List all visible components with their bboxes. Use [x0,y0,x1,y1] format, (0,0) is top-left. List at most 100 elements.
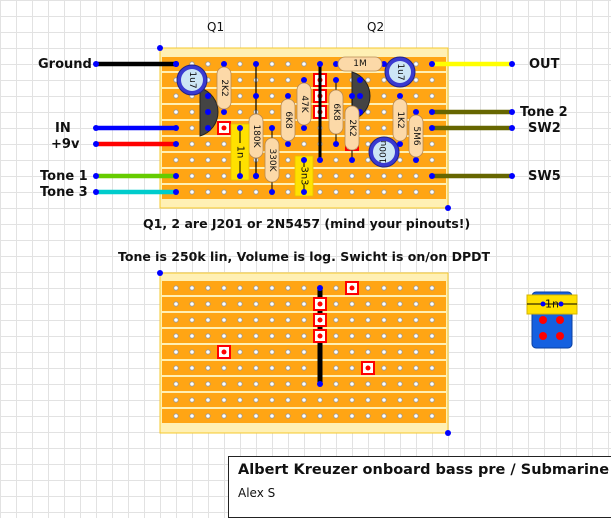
hole [381,381,387,387]
hole [301,381,307,387]
hole [237,381,243,387]
resistor-body [264,137,280,183]
resistor-value: 47K [299,95,309,113]
hole [429,141,435,147]
hole [205,349,211,355]
hole [285,413,291,419]
note-pots-switch: Tone is 250k lin, Volume is log. Swicht … [118,249,491,264]
hole [301,285,307,291]
solder-node [558,301,564,307]
hole [205,157,211,163]
hole [333,285,339,291]
hole [189,125,195,131]
hole [381,285,387,291]
hole [429,397,435,403]
wire-end [509,125,515,131]
hole [333,157,339,163]
hole [205,301,211,307]
resistor-value: 2K2 [347,119,357,136]
solder-node [397,93,403,99]
resistor-body [328,89,344,135]
hole [285,189,291,195]
hole [189,157,195,163]
hole [173,317,179,323]
solder-node [205,125,211,131]
hole [317,413,323,419]
hole [205,397,211,403]
hole [333,333,339,339]
hole [381,349,387,355]
hole [317,173,323,179]
hole [189,381,195,387]
hole [253,189,259,195]
hole [221,397,227,403]
track-cut-dot [317,333,323,339]
wire-end [509,173,515,179]
hole [397,413,403,419]
solder-node [317,157,323,163]
hole [397,397,403,403]
hole [173,301,179,307]
wire-end [509,109,515,115]
hole [429,77,435,83]
hole [221,173,227,179]
corner-marker [157,270,163,276]
hole [349,189,355,195]
resistor-body [280,98,296,142]
hole [429,349,435,355]
capacitor-value: 3n3 [299,166,310,185]
hole [205,285,211,291]
solder-node [221,109,227,115]
hole [221,365,227,371]
solder-node [253,173,259,179]
hole [349,333,355,339]
solder-node [237,173,243,179]
solder-node [349,157,355,163]
hole [413,333,419,339]
hole [333,397,339,403]
corner-marker [157,45,163,51]
hole [253,301,259,307]
solder-node [333,141,339,147]
offboard-wires [93,61,515,195]
hole [221,381,227,387]
hole [269,381,275,387]
solder-node [301,77,307,83]
resistor-body [392,98,408,142]
hole [397,365,403,371]
hole [397,317,403,323]
wire-end [173,189,179,195]
resistor-body [408,114,424,158]
hole [413,93,419,99]
hole [269,61,275,67]
hole [381,125,387,131]
capacitor-value: 100u [379,141,389,164]
solder-node [205,109,211,115]
solder-node [333,61,339,67]
hole [413,349,419,355]
hole [365,413,371,419]
hole [173,93,179,99]
hole [173,365,179,371]
switch-lug [539,332,547,340]
hole [301,397,307,403]
hole [221,285,227,291]
wire-end [429,173,435,179]
hole [301,349,307,355]
wire-label-sw5: SW5 [528,169,561,184]
hole [429,189,435,195]
hole [333,349,339,355]
hole [349,397,355,403]
hole [397,285,403,291]
hole [429,157,435,163]
wire-end [93,173,99,179]
hole [237,77,243,83]
hole [189,365,195,371]
solder-node [253,61,259,67]
hole [237,413,243,419]
hole [365,189,371,195]
hole [237,301,243,307]
hole [301,61,307,67]
hole [285,333,291,339]
hole [301,141,307,147]
